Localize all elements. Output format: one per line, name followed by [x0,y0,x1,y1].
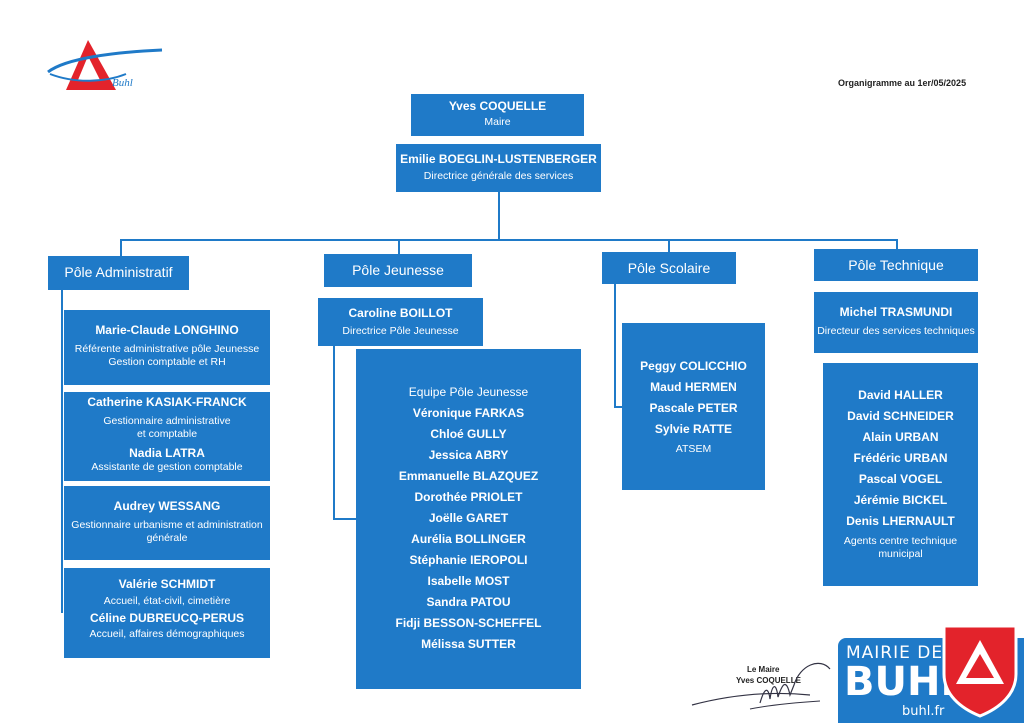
team-member-name: Maud HERMEN [650,380,737,394]
handwritten-signature [691,662,831,710]
technique-team-box: David HALLER David SCHNEIDER Alain URBAN Fr… [823,363,978,586]
technique-head-box: Michel TRASMUNDI Directeur des services … [814,292,978,353]
team-member-name: Pascale PETER [649,401,738,415]
mayor-name: Yves COQUELLE [448,99,547,113]
pole-admin-title: Pôle Administratif [48,256,189,290]
team-member-name: Peggy COLICCHIO [640,359,747,373]
technique-role: municipal [878,548,923,560]
person-name: Caroline BOILLOT [348,306,453,320]
team-member-name: Denis LHERNAULT [846,514,955,528]
scolaire-role: ATSEM [675,443,712,455]
team-member-name: Chloé GULLY [430,427,507,441]
team-member-name: Joëlle GARET [428,511,509,525]
team-member-name: Véronique FARKAS [412,406,525,420]
team-member-name: David HALLER [858,388,943,402]
team-member-name: Dorothée PRIOLET [414,490,523,504]
jeunesse-horizontal-line [333,518,357,520]
pole-technique-title: Pôle Technique [814,249,978,281]
admin-box-1: Marie-Claude LONGHINO Référente administ… [64,310,270,385]
team-member-name: Alain URBAN [862,430,939,444]
team-member-name: Pascal VOGEL [858,472,943,486]
person-role: Accueil, affaires démographiques [89,628,245,640]
person-role: Accueil, état-civil, cimetière [103,595,231,607]
team-member-name: Frédéric URBAN [853,451,948,465]
mayor-role: Maire [484,116,511,128]
person-name: Marie-Claude LONGHINO [95,323,239,337]
person-role: Assistante de gestion comptable [91,461,243,473]
dgs-role: Directrice générale des services [423,170,574,182]
scolaire-member-list: Peggy COLICCHIO Maud HERMEN Pascale PETER S… [622,359,765,437]
connector-technique [896,239,898,251]
team-member-name: Sylvie RATTE [654,422,733,436]
badge-url: buhl.fr [902,704,945,719]
pole-jeunesse-title: Pôle Jeunesse [324,254,472,287]
signature-name: Yves COQUELLE [736,676,801,685]
team-label: Equipe Pôle Jeunesse [408,385,529,399]
pole-scolaire-title: Pôle Scolaire [602,252,736,284]
person-role: et comptable [136,428,198,440]
person-role: Gestionnaire urbanisme et administration [71,519,263,531]
team-member-name: Sandra PATOU [426,595,511,609]
team-member-name: Aurélia BOLLINGER [411,532,526,546]
admin-box-2: Catherine KASIAK-FRANCK Gestionnaire adm… [64,392,270,481]
badge-line1: MAIRIE DE [846,643,944,663]
scolaire-vertical-line [614,284,616,408]
technique-member-list: David HALLER David SCHNEIDER Alain URBAN Fr… [823,388,978,529]
mairie-badge: MAIRIE DE BUHL buhl.fr [838,624,1024,723]
buhl-shield-icon [942,624,1018,718]
dgs-name: Emilie BOEGLIN-LUSTENBERGER [400,152,597,166]
person-name: Michel TRASMUNDI [839,305,953,319]
admin-vertical-line [61,290,63,613]
admin-box-4: Valérie SCHMIDT Accueil, état-civil, cim… [64,568,270,658]
person-name: Valérie SCHMIDT [118,577,216,591]
person-role: générale [146,532,188,544]
signature-title: Le Maire [747,665,780,674]
jeunesse-head-box: Caroline BOILLOT Directrice Pôle Jeuness… [318,298,483,346]
jeunesse-member-list: Véronique FARKAS Chloé GULLY Jessica ABRY E… [356,406,581,652]
team-member-name: David SCHNEIDER [847,409,954,423]
buhl-logo: Buhl [47,40,163,90]
team-member-name: Isabelle MOST [427,574,510,588]
organigram-date: Organigramme au 1er/05/2025 [838,78,967,88]
connector-admin [120,239,122,257]
person-role: Directeur des services techniques [817,325,975,337]
mayor-box: Yves COQUELLE Maire [411,94,584,136]
person-name: Nadia LATRA [129,446,205,460]
admin-box-3: Audrey WESSANG Gestionnaire urbanisme et… [64,486,270,560]
team-member-name: Stéphanie IEROPOLI [409,553,528,567]
svg-text:Buhl: Buhl [112,77,133,89]
person-role: Gestion comptable et RH [108,356,226,368]
team-member-name: Jessica ABRY [428,448,509,462]
connector-jeunesse [398,239,400,255]
jeunesse-vertical-line [333,346,335,519]
person-name: Audrey WESSANG [113,499,221,513]
person-role: Référente administrative pôle Jeunesse [74,343,260,355]
jeunesse-team-box: Equipe Pôle Jeunesse Véronique FARKAS Chl… [356,349,581,689]
scolaire-box: Peggy COLICCHIO Maud HERMEN Pascale PETER S… [622,323,765,490]
connector-horizontal [120,239,898,241]
person-role: Gestionnaire administrative [103,415,231,427]
person-name: Céline DUBREUCQ-PERUS [89,611,245,625]
dgs-box: Emilie BOEGLIN-LUSTENBERGER Directrice g… [396,144,601,192]
connector-scolaire [668,239,670,253]
team-member-name: Mélissa SUTTER [421,637,516,651]
team-member-name: Jérémie BICKEL [853,493,948,507]
person-name: Catherine KASIAK-FRANCK [87,395,247,409]
scolaire-horizontal-line [614,406,624,408]
team-member-name: Fidji BESSON-SCHEFFEL [395,616,542,630]
technique-role: Agents centre technique [843,535,958,547]
person-role: Directrice Pôle Jeunesse [342,325,459,337]
team-member-name: Emmanuelle BLAZQUEZ [398,469,539,483]
connector-dgs-down [498,192,500,240]
